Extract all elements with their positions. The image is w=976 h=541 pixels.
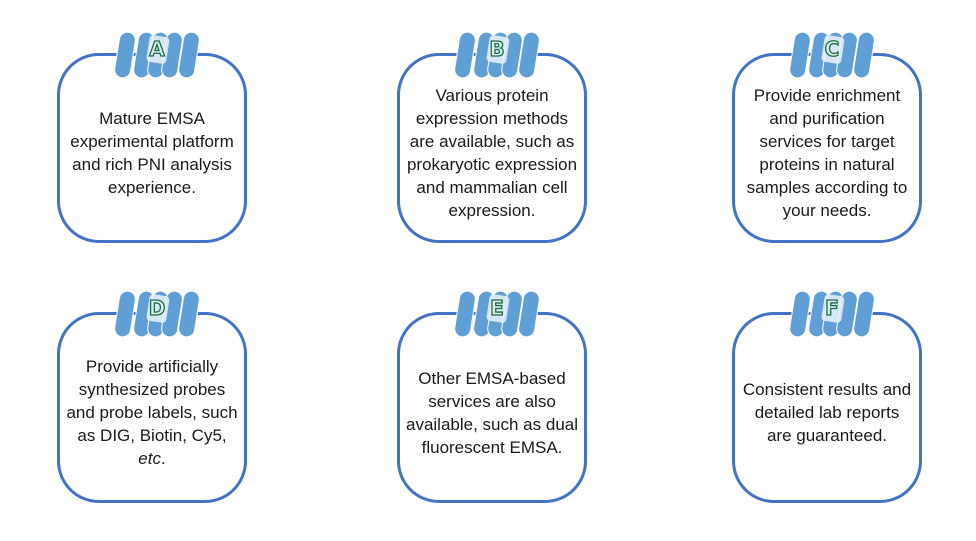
card-text-content: Provide artificially synthesized probes … bbox=[66, 355, 238, 470]
card-c: C Provide enrichment and purification se… bbox=[732, 30, 922, 243]
card-letter-badge: A bbox=[149, 36, 166, 61]
card-text: Various protein expression methods are a… bbox=[406, 66, 578, 240]
card-text-content: Consistent results and detailed lab repo… bbox=[742, 380, 912, 445]
ribbon-coil-icon: F bbox=[790, 288, 874, 340]
card-text-after: . bbox=[160, 449, 166, 468]
ribbon-coil-icon: A bbox=[115, 29, 199, 81]
card-letter-badge: E bbox=[490, 295, 505, 320]
ribbon-coil-icon: B bbox=[455, 29, 539, 81]
card-text-before: Provide artificially synthesized probes … bbox=[66, 357, 238, 445]
card-text-content: Provide enrichment and purification serv… bbox=[746, 86, 908, 220]
card-text-content: Various protein expression methods are a… bbox=[406, 86, 578, 220]
card-d: D Provide artificially synthesized probe… bbox=[57, 289, 247, 503]
card-a: A Mature EMSA experimental platform and … bbox=[57, 30, 247, 243]
card-letter-badge: C bbox=[824, 36, 840, 61]
card-text: Consistent results and detailed lab repo… bbox=[741, 325, 913, 500]
card-text: Provide enrichment and purification serv… bbox=[741, 66, 913, 240]
card-f: F Consistent results and detailed lab re… bbox=[732, 289, 922, 503]
card-e: E Other EMSA-based services are also ava… bbox=[397, 289, 587, 503]
card-letter-badge: B bbox=[489, 36, 506, 61]
card-text: Provide artificially synthesized probes … bbox=[66, 325, 238, 500]
card-text-content: Mature EMSA experimental platform and ri… bbox=[70, 109, 234, 197]
ribbon-coil-icon: E bbox=[455, 288, 539, 340]
card-text-content: Other EMSA-based services are also avail… bbox=[406, 368, 579, 457]
ribbon-coil-icon: C bbox=[790, 29, 874, 81]
card-b: B Various protein expression methods are… bbox=[397, 30, 587, 243]
card-letter-badge: D bbox=[148, 295, 166, 320]
card-text-italic: etc bbox=[138, 449, 161, 468]
card-text: Other EMSA-based services are also avail… bbox=[406, 325, 578, 500]
card-text: Mature EMSA experimental platform and ri… bbox=[66, 66, 238, 240]
ribbon-coil-icon: D bbox=[115, 288, 199, 340]
card-letter-badge: F bbox=[825, 295, 840, 320]
